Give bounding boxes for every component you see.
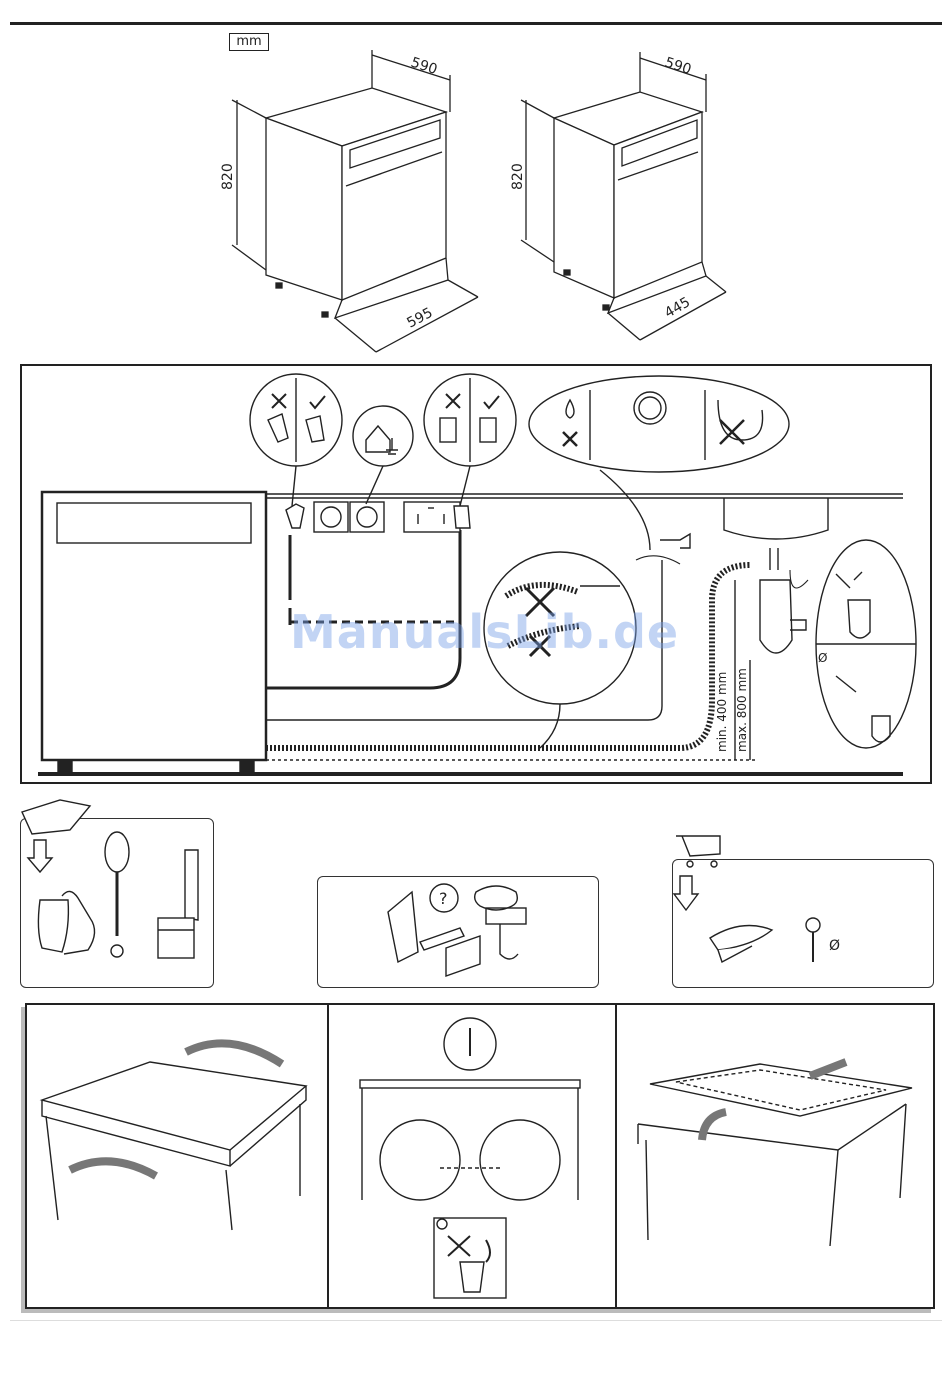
step-illustrations xyxy=(0,0,950,1330)
footer-rule xyxy=(10,1320,942,1321)
